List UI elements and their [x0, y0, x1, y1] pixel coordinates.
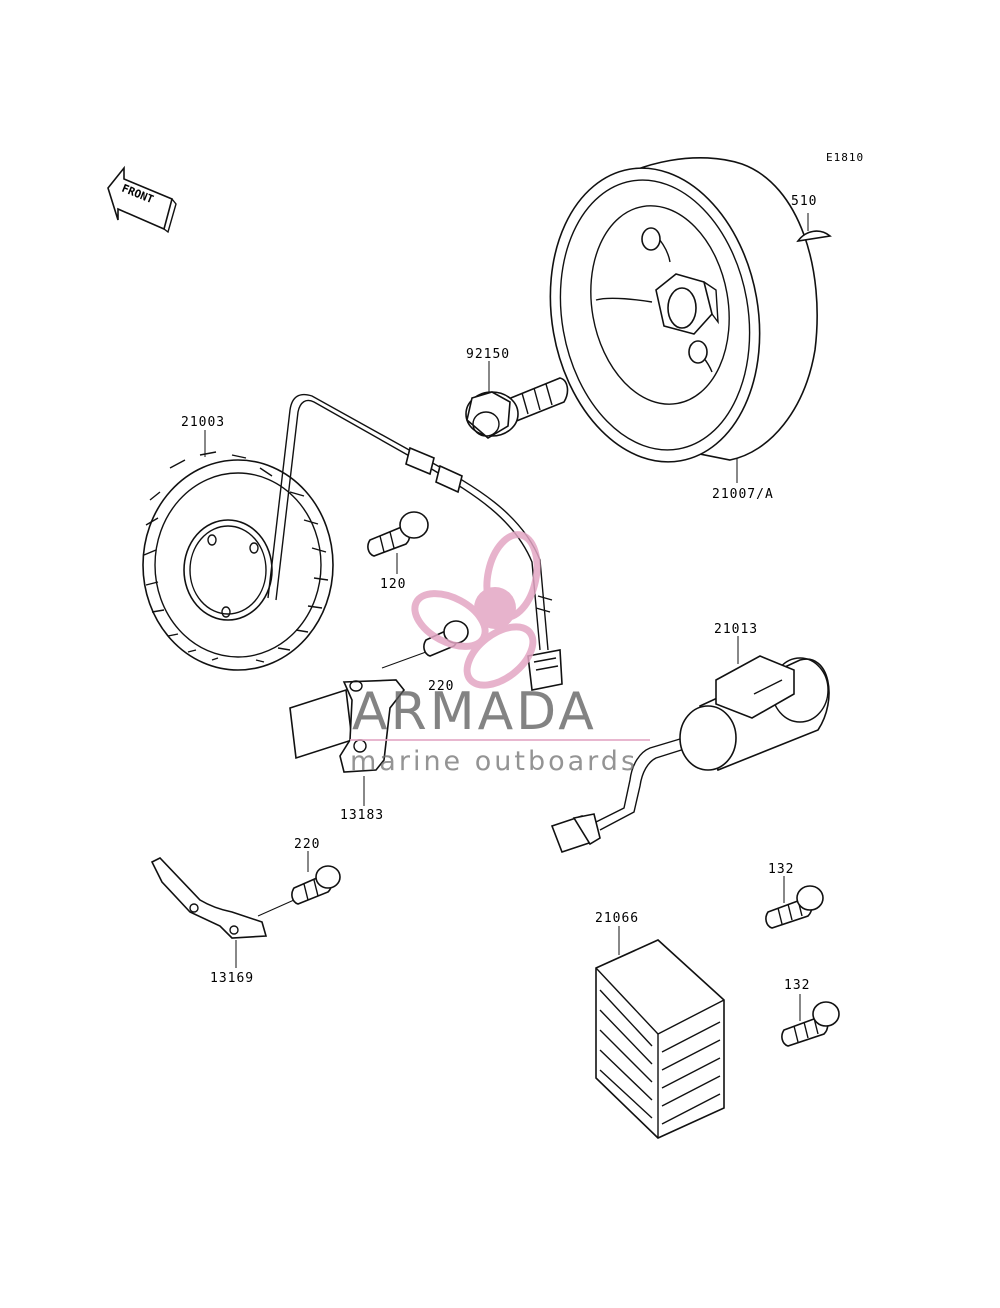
diagram-code: E1810 — [826, 151, 864, 164]
part-number-13169: 13169 — [210, 971, 254, 986]
bracket-13183 — [289, 679, 406, 773]
flywheel-bolt — [465, 377, 569, 439]
part-number-21066: 21066 — [595, 911, 639, 926]
part-number-220-upper: 220 — [428, 679, 454, 694]
part-number-21013: 21013 — [714, 622, 758, 637]
bolt-220-lower — [291, 865, 341, 905]
bolt-120 — [367, 511, 429, 557]
part-number-92150: 92150 — [466, 347, 510, 362]
part-number-132-lower: 132 — [784, 978, 810, 993]
part-number-13183: 13183 — [340, 808, 384, 823]
plate-13169 — [150, 857, 268, 939]
part-number-21003: 21003 — [181, 415, 225, 430]
watermark-logo-icon — [411, 531, 541, 689]
watermark-brand: ARMADA — [352, 682, 597, 742]
part-number-132-upper: 132 — [768, 862, 794, 877]
stator-coil — [142, 451, 334, 671]
part-number-220-lower: 220 — [294, 837, 320, 852]
woodruff-key — [796, 230, 832, 243]
bolt-132-upper — [765, 885, 824, 929]
regulator-rectifier — [595, 939, 725, 1139]
bolt-132-lower — [781, 1001, 840, 1047]
watermark-tagline: marine outboards — [350, 746, 638, 777]
leader-13169-bolt — [257, 899, 295, 917]
flywheel-rotor — [549, 156, 818, 463]
part-number-120: 120 — [380, 577, 406, 592]
part-number-21007A: 21007/A — [712, 487, 774, 502]
bolt-220-upper — [423, 620, 469, 657]
front-arrow-icon: FRONT — [107, 165, 177, 234]
part-number-510: 510 — [791, 194, 817, 209]
leader-220-upper — [381, 651, 427, 669]
cdi-unit — [550, 655, 830, 854]
